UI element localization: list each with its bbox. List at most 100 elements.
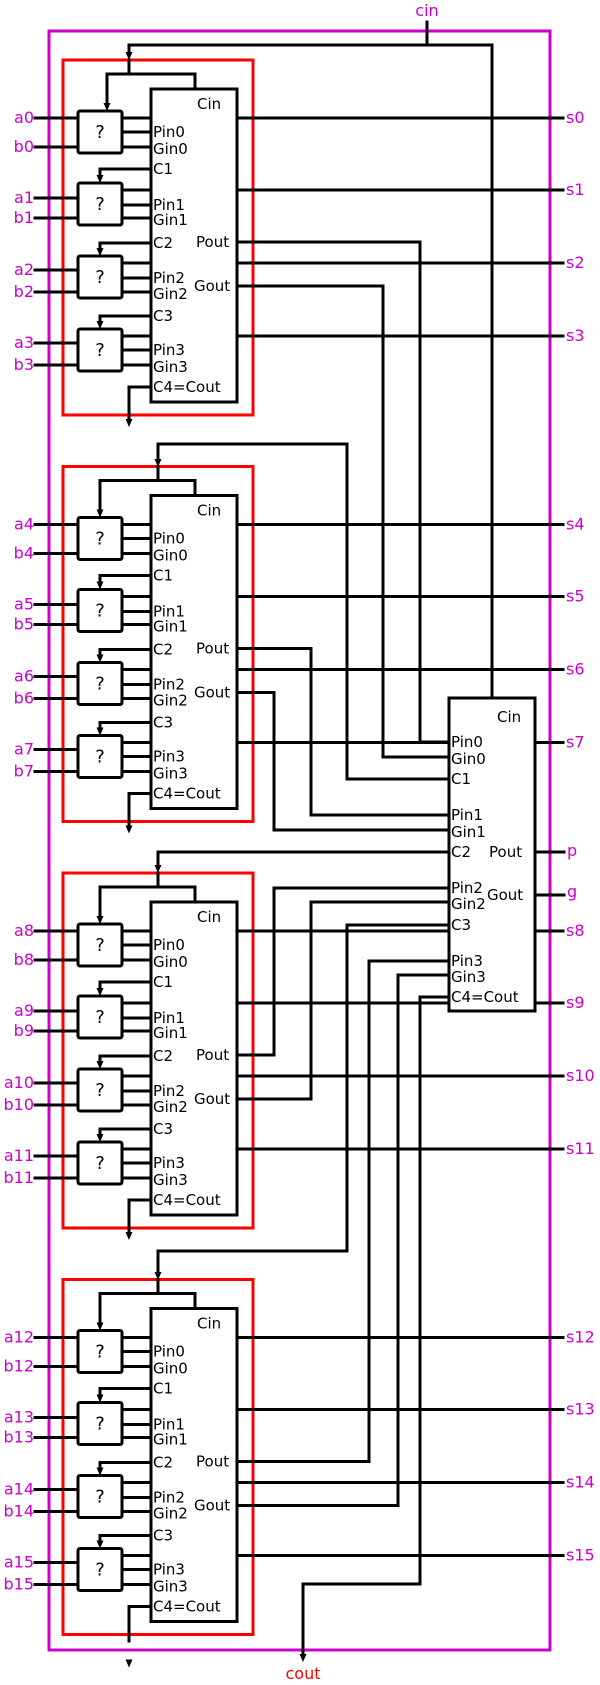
- block-2-cin-arrow-icon: [154, 865, 162, 873]
- carry-wire: [98, 721, 153, 729]
- carry-arrow-icon: [96, 988, 104, 996]
- bit-cell-label: ?: [95, 267, 105, 288]
- input-a-label: a1: [14, 188, 34, 207]
- cla-carry-label: C3: [153, 307, 173, 325]
- top-cla-gin-label: Gin2: [451, 895, 486, 913]
- input-a-label: a5: [14, 595, 34, 614]
- carry-arrow-icon: [96, 1540, 104, 1549]
- cla-carry-label: C2: [153, 1454, 173, 1472]
- block-0-cell-0-cin-arrow-icon: [103, 103, 111, 111]
- block-1-cla-cin-label: Cin: [197, 502, 221, 520]
- bit-cell: [76, 734, 124, 779]
- cla-cout-label: C4=Cout: [153, 1191, 221, 1209]
- block-1-cout-wire: [127, 792, 153, 827]
- input-a-label: a4: [14, 515, 34, 534]
- block-3-cla-cin-label: Cin: [197, 1315, 221, 1333]
- block-1-cla-unit: [149, 494, 239, 810]
- top-cla-unit: [447, 696, 537, 1013]
- carry-wire: [98, 648, 153, 656]
- carry-wire: [98, 314, 153, 323]
- top-level-boundary: [47, 29, 552, 1652]
- input-a-label: a0: [14, 108, 34, 127]
- bit-cell: [76, 588, 124, 633]
- cla-pin-label: Pin0: [153, 530, 185, 548]
- cin-label: cin: [415, 1, 438, 20]
- block-3-cell-0-cin-arrow-icon: [96, 1322, 104, 1331]
- bit-cell: [76, 661, 124, 706]
- cla-gin-label: Gin3: [153, 1578, 188, 1596]
- cla-pin-label: Pin2: [153, 676, 185, 694]
- top-cla-gout-label: Gout: [487, 886, 523, 904]
- block-2-pout-route: [235, 886, 451, 1057]
- sum-output-label: s15: [566, 1546, 595, 1565]
- carry-arrow-icon: [96, 1467, 104, 1476]
- input-b-label: b11: [3, 1168, 34, 1187]
- sum-output-label: s14: [566, 1473, 595, 1492]
- bit-cell: [76, 516, 124, 561]
- group-p-label: p: [567, 841, 577, 860]
- carry-arrow-icon: [96, 581, 104, 590]
- sum-output-label: s9: [566, 993, 585, 1012]
- carry-arrow-icon: [96, 1061, 104, 1069]
- top-cla-gin-label: Gin1: [451, 823, 486, 841]
- top-cla-carry-label: C1: [451, 770, 471, 788]
- bit-cell: [76, 922, 124, 968]
- block-1-cin-fork: [98, 479, 197, 511]
- cla-pin-label: Pin3: [153, 1154, 185, 1172]
- cla-gin-label: Gin1: [153, 211, 188, 229]
- block-3-gout-route: [235, 973, 451, 1507]
- cin-bus: [127, 43, 494, 700]
- cla-gin-label: Gin2: [153, 692, 188, 710]
- sum-output-label: s13: [566, 1400, 595, 1419]
- block-0-cin-arrow-icon: [125, 52, 133, 60]
- cla-pin-label: Pin3: [153, 748, 185, 766]
- input-b-label: b7: [14, 762, 34, 781]
- block-3-pout-route: [235, 959, 451, 1463]
- input-b-label: b12: [3, 1357, 34, 1376]
- carry-wire: [98, 241, 153, 250]
- cla-pin-label: Pin1: [153, 603, 185, 621]
- cla-carry-label: C1: [153, 160, 173, 178]
- top-cla-carry-label: C4=Cout: [451, 988, 519, 1006]
- carry-wire: [98, 1461, 153, 1469]
- carry-wire: [98, 1387, 153, 1396]
- cla-gin-label: Gin0: [153, 547, 188, 565]
- block-1-gout-route: [235, 691, 451, 832]
- block-2-cout-arrow-icon: [125, 1232, 133, 1240]
- cla-gin-label: Gin0: [153, 1360, 188, 1378]
- carry-wire: [98, 574, 153, 583]
- block-2-cla-unit: [149, 900, 239, 1217]
- cla-gin-label: Gin3: [153, 765, 188, 783]
- input-b-label: b14: [3, 1502, 34, 1521]
- input-b-label: b13: [3, 1428, 34, 1447]
- input-b-label: b6: [14, 689, 34, 708]
- carry-arrow-icon: [96, 321, 104, 329]
- carry-arrow-icon: [96, 248, 104, 256]
- input-b-label: b4: [14, 544, 34, 563]
- bit-cell-label: ?: [95, 1560, 105, 1581]
- cla-pin-label: Pin1: [153, 1416, 185, 1434]
- sum-output-label: s5: [566, 587, 585, 606]
- block-3-cin-fork: [98, 1292, 197, 1324]
- bit-cell-label: ?: [95, 529, 105, 550]
- cla-gin-label: Gin2: [153, 285, 188, 303]
- carry-wire: [98, 1127, 153, 1136]
- bit-cell: [76, 109, 124, 155]
- cla-carry-label: C3: [153, 1527, 173, 1545]
- cla-gin-label: Gin2: [153, 1098, 188, 1116]
- sum-output-label: s1: [566, 180, 585, 199]
- block-0-cout-wire: [127, 385, 153, 421]
- block-0-gout-route: [235, 284, 451, 759]
- top-cla-cin-label: Cin: [497, 708, 521, 726]
- cla-pin-label: Pin1: [153, 196, 185, 214]
- cla-pin-label: Pin2: [153, 1082, 185, 1100]
- cla-gin-label: Gin1: [153, 618, 188, 636]
- block-0-cla-cin-label: Cin: [197, 95, 221, 113]
- bit-cell: [76, 1140, 124, 1186]
- sum-output-label: s8: [566, 921, 585, 940]
- sum-output-label: s0: [566, 108, 585, 127]
- carry-arrow-icon: [96, 1134, 104, 1142]
- cla-pin-label: Pin0: [153, 123, 185, 141]
- top-cla-carry-label: C2: [451, 843, 471, 861]
